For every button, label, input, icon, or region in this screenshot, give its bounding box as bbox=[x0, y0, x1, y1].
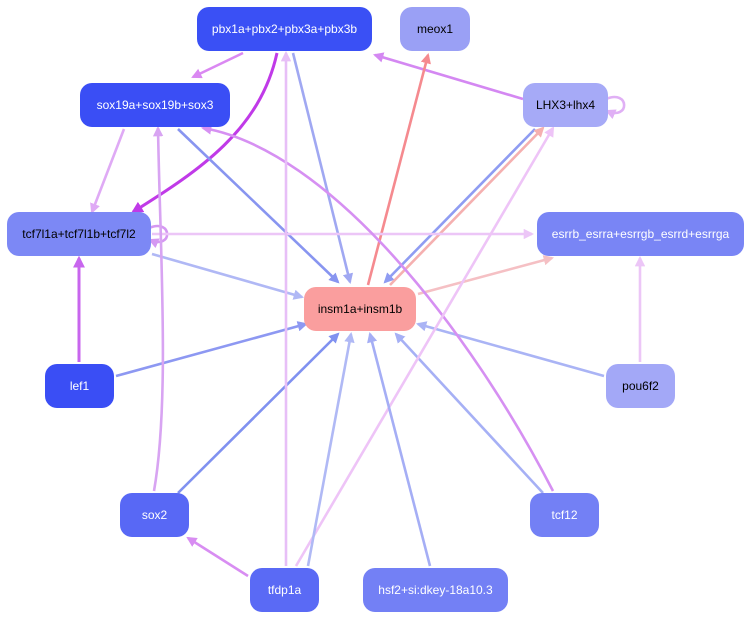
node-label: pbx1a+pbx2+pbx3a+pbx3b bbox=[211, 22, 358, 36]
edge-sox2-to-sox19 bbox=[152, 125, 165, 492]
node-label: meox1 bbox=[416, 22, 454, 36]
node-tcf12[interactable]: tcf12 bbox=[530, 493, 599, 537]
node-pou6f2[interactable]: pou6f2 bbox=[606, 364, 675, 408]
node-pbx[interactable]: pbx1a+pbx2+pbx3a+pbx3b bbox=[197, 7, 372, 51]
edge-hsf2-to-insm1 bbox=[367, 331, 432, 567]
node-label: LHX3+lhx4 bbox=[535, 98, 596, 112]
node-lhx3[interactable]: LHX3+lhx4 bbox=[523, 83, 608, 127]
node-label: sox2 bbox=[141, 508, 168, 522]
node-sox19[interactable]: sox19a+sox19b+sox3 bbox=[80, 83, 230, 127]
edge-lef1-to-insm1 bbox=[115, 321, 309, 378]
edge-lhx3-to-insm1 bbox=[383, 128, 536, 284]
edge-pbx-to-sox19 bbox=[191, 51, 244, 79]
node-tfdp1a[interactable]: tfdp1a bbox=[250, 568, 319, 612]
node-label: tfdp1a bbox=[267, 583, 302, 597]
edge-tcf12-to-insm1 bbox=[394, 332, 544, 494]
node-label: sox19a+sox19b+sox3 bbox=[96, 98, 214, 112]
edge-pbx-to-tcf7 bbox=[130, 52, 279, 214]
edge-pou6f2-to-insm1 bbox=[415, 321, 605, 378]
node-esrr[interactable]: esrrb_esrra+esrrgb_esrrd+esrrga bbox=[537, 212, 744, 256]
edge-lhx3-to-lhx3 bbox=[605, 95, 626, 120]
edge-insm1-to-meox1 bbox=[366, 52, 431, 286]
edge-sox19-to-tcf7 bbox=[90, 128, 126, 214]
node-lef1[interactable]: lef1 bbox=[45, 364, 114, 408]
node-label: insm1a+insm1b bbox=[317, 302, 403, 316]
edge-sox19-to-insm1 bbox=[177, 128, 340, 284]
edge-insm1-to-lhx3 bbox=[389, 126, 545, 286]
node-tcf7[interactable]: tcf7l1a+tcf7l1b+tcf7l2 bbox=[7, 212, 151, 256]
edge-insm1-to-esrr bbox=[417, 255, 555, 296]
node-label: esrrb_esrra+esrrgb_esrrd+esrrga bbox=[551, 227, 730, 241]
edge-tcf12-to-sox19 bbox=[200, 124, 555, 492]
edge-tfdp1a-to-sox2 bbox=[186, 536, 249, 578]
edge-lhx3-to-pbx bbox=[373, 52, 524, 101]
edge-pbx-to-insm1 bbox=[291, 52, 354, 285]
node-label: pou6f2 bbox=[622, 379, 659, 393]
edge-tcf7-to-insm1 bbox=[151, 252, 304, 300]
node-label: tcf12 bbox=[551, 508, 578, 522]
edge-sox2-to-insm1 bbox=[177, 332, 340, 494]
node-insm1[interactable]: insm1a+insm1b bbox=[304, 287, 416, 331]
edge-tfdp1a-to-insm1 bbox=[306, 331, 355, 567]
node-sox2[interactable]: sox2 bbox=[120, 493, 189, 537]
node-label: tcf7l1a+tcf7l1b+tcf7l2 bbox=[22, 227, 136, 241]
node-label: lef1 bbox=[69, 379, 90, 393]
node-label: hsf2+si:dkey-18a10.3 bbox=[378, 583, 493, 597]
node-hsf2[interactable]: hsf2+si:dkey-18a10.3 bbox=[363, 568, 508, 612]
node-meox1[interactable]: meox1 bbox=[400, 7, 470, 51]
edge-tfdp1a-to-lhx3 bbox=[294, 126, 555, 567]
